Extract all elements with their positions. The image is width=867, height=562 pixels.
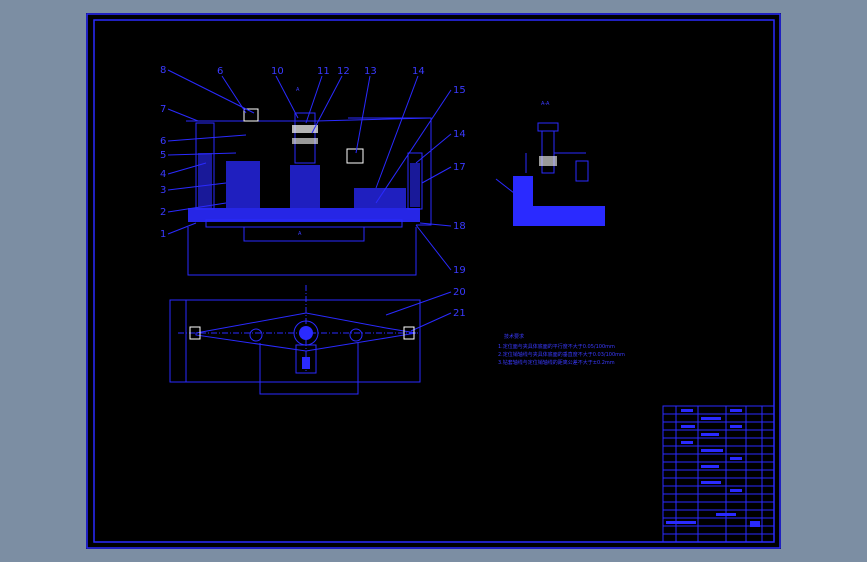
- part-number: 15: [453, 85, 466, 96]
- title-block-frame: [662, 405, 775, 543]
- plan-view: [169, 285, 421, 395]
- inner-dimension: [243, 227, 365, 242]
- part-number: 2: [160, 207, 166, 218]
- part-number: 8: [160, 65, 166, 76]
- right-nut: [346, 148, 364, 164]
- tech-requirements-title: 技术要求: [504, 333, 524, 340]
- section-post: [513, 176, 533, 208]
- callouts-right: 15 14 17 18 19 20 21: [375, 85, 466, 332]
- part-number: 10: [271, 66, 284, 77]
- part-number: 17: [453, 162, 466, 173]
- section-label: A-A: [541, 101, 550, 107]
- base-foot: [205, 219, 403, 228]
- left-post-hatch: [198, 153, 212, 208]
- part-number: 18: [453, 221, 466, 232]
- part-number: 5: [160, 150, 166, 161]
- plan-outline: [169, 299, 421, 383]
- part-number: 6: [160, 136, 166, 147]
- callouts-top: 6 10 11 12 13 14: [217, 66, 425, 189]
- part-number: 6: [217, 66, 223, 77]
- title-block: [662, 405, 775, 543]
- right-support-block: [354, 188, 406, 208]
- part-number: 14: [412, 66, 425, 77]
- section-aa: A-A: [495, 101, 605, 226]
- right-frame: [348, 117, 432, 226]
- plan-center-pin: [299, 326, 313, 340]
- tech-requirements: 技术要求 1.定位面与夹具体底面的平行度不大于0.05/100mm 2.定位销轴…: [498, 333, 625, 366]
- part-number: 7: [160, 104, 166, 115]
- right-post: [407, 152, 423, 210]
- plan-dimension: [259, 343, 359, 395]
- right-post-hatch: [410, 163, 420, 207]
- part-number: 20: [453, 287, 466, 298]
- center-washer: [292, 138, 318, 144]
- cad-drawing: A A 8 7 6 5 4 3 2 1 6 10 11 12 13 14: [86, 13, 781, 549]
- tech-requirement: 3.钻套轴线与定位销轴线的距离公差不大于±0.2mm: [498, 359, 615, 366]
- plan-right-nut: [403, 326, 415, 340]
- callouts-left: 8 7 6 5 4 3 2 1: [160, 65, 255, 240]
- view-arrow-label: A: [296, 87, 300, 93]
- drawing-sheet: A A 8 7 6 5 4 3 2 1 6 10 11 12 13 14: [86, 13, 781, 549]
- part-number: 3: [160, 185, 166, 196]
- plan-clamp: [295, 344, 317, 374]
- part-number: 11: [317, 66, 330, 77]
- sheet-inner-frame: [93, 19, 775, 543]
- left-support-block: [226, 161, 260, 208]
- part-number: 21: [453, 308, 466, 319]
- overall-dimension: [187, 227, 417, 276]
- section-base: [513, 206, 605, 226]
- tech-requirement: 1.定位面与夹具体底面的平行度不大于0.05/100mm: [498, 343, 615, 350]
- left-nut: [243, 108, 259, 122]
- part-number: 13: [364, 66, 377, 77]
- front-view: A A: [186, 87, 432, 276]
- plan-left-nut: [189, 326, 201, 340]
- sheet-outer-border: [86, 13, 781, 549]
- base-label: A: [298, 231, 302, 237]
- center-nut: [292, 125, 318, 133]
- part-number: 1: [160, 229, 166, 240]
- base-plate: [188, 208, 420, 222]
- part-number: 19: [453, 265, 466, 276]
- section-bolt: [541, 130, 555, 174]
- center-support-block: [290, 165, 320, 208]
- plan-lever: [195, 312, 417, 352]
- part-number: 4: [160, 169, 166, 180]
- part-number: 14: [453, 129, 466, 140]
- tech-requirement: 2.定位销轴线与夹具体底面的垂直度不大于0.03/100mm: [498, 351, 625, 358]
- part-number: 12: [337, 66, 350, 77]
